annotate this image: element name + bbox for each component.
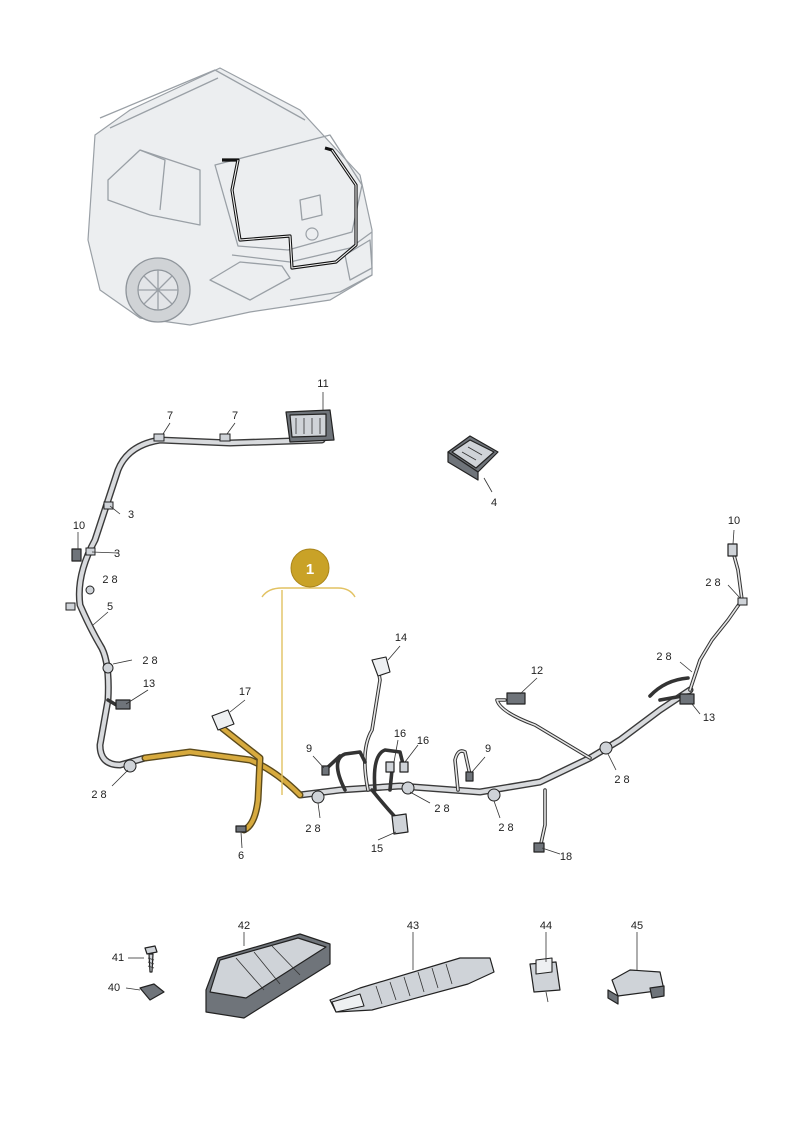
connector-10b-icon xyxy=(727,543,738,557)
connector-9a-icon xyxy=(321,765,330,776)
label-43: 43 xyxy=(407,920,419,932)
label-7b: 7 xyxy=(232,410,238,422)
label-7a: 7 xyxy=(167,410,173,422)
clip-3a-icon xyxy=(103,501,114,510)
label-2-8-mid2: 2 8 xyxy=(434,803,449,815)
vehicle-rear-illustration xyxy=(87,67,373,326)
connector-13a-icon xyxy=(115,699,131,710)
nut-40-icon xyxy=(139,983,165,1001)
part-labels: 11 7 7 4 3 10 3 2 8 5 2 8 13 17 2 8 6 14… xyxy=(73,378,740,994)
label-16a: 16 xyxy=(394,728,406,740)
highlighted-harness-branch xyxy=(141,724,304,834)
grommet-mid-2-icon xyxy=(401,781,415,795)
grommet-right-1-icon xyxy=(599,741,613,755)
main-wiring-harness xyxy=(75,436,744,850)
holder-45-icon xyxy=(607,969,665,1005)
conduit-43-icon xyxy=(329,957,495,1013)
clip-44-icon xyxy=(529,957,561,1003)
label-15: 15 xyxy=(371,843,383,855)
label-2-8-top2: 2 8 xyxy=(142,655,157,667)
clip-3b-icon xyxy=(85,547,96,556)
label-45: 45 xyxy=(631,920,643,932)
accessory-parts xyxy=(125,932,665,1019)
connector-10a-icon xyxy=(71,548,82,562)
connector-15-icon xyxy=(391,813,409,835)
label-40: 40 xyxy=(108,982,120,994)
connector-17-icon xyxy=(211,709,235,731)
label-2-8-right2: 2 8 xyxy=(656,651,671,663)
callout-1-badge xyxy=(290,548,330,588)
label-17: 17 xyxy=(239,686,251,698)
label-13b: 13 xyxy=(703,712,715,724)
leader-lines xyxy=(77,392,741,855)
connector-14-icon xyxy=(371,656,391,677)
label-10a: 10 xyxy=(73,520,85,532)
grommet-left-1-icon xyxy=(85,585,95,595)
label-11: 11 xyxy=(317,378,328,390)
grommet-left-2-icon xyxy=(102,662,114,674)
connector-11-icon xyxy=(285,409,335,443)
label-2-8-right1: 2 8 xyxy=(614,774,629,786)
screw-41-icon xyxy=(144,945,158,973)
connector-4-icon xyxy=(447,435,499,481)
label-16b: 16 xyxy=(417,735,429,747)
label-10b: 10 xyxy=(728,515,740,527)
label-42: 42 xyxy=(238,920,250,932)
label-44: 44 xyxy=(540,920,552,932)
label-4: 4 xyxy=(491,497,497,509)
clip-5-icon xyxy=(65,602,76,611)
label-2-8-right3: 2 8 xyxy=(705,577,720,589)
grommet-mid-1-icon xyxy=(311,790,325,804)
connector-9b-icon xyxy=(465,771,474,782)
connector-16a-icon xyxy=(385,761,395,773)
harness-connectors xyxy=(65,409,748,853)
label-3a: 3 xyxy=(128,509,134,521)
clip-7a-icon xyxy=(153,433,165,442)
label-5: 5 xyxy=(107,601,113,613)
label-18: 18 xyxy=(560,851,572,863)
label-14: 14 xyxy=(395,632,407,644)
label-2-8-mid3: 2 8 xyxy=(498,822,513,834)
label-12: 12 xyxy=(531,665,543,677)
callout-1: 1 xyxy=(261,548,356,795)
connector-16b-icon xyxy=(399,761,409,773)
label-3b: 3 xyxy=(114,548,120,560)
connector-18-icon xyxy=(533,842,545,853)
label-9a: 9 xyxy=(306,743,312,755)
label-6: 6 xyxy=(238,850,244,862)
label-41: 41 xyxy=(112,952,124,964)
callout-1-label: 1 xyxy=(306,561,314,578)
label-2-8-top1: 2 8 xyxy=(102,574,117,586)
connector-13b-icon xyxy=(679,693,695,705)
label-9b: 9 xyxy=(485,743,491,755)
grommet-mid-3-icon xyxy=(487,788,501,802)
clip-right-icon xyxy=(737,597,748,606)
connector-12-icon xyxy=(506,692,526,705)
grommet-left-3-icon xyxy=(123,759,137,773)
bracket-42-icon xyxy=(205,933,331,1019)
connector-6-icon xyxy=(235,825,247,833)
clip-7b-icon xyxy=(219,433,231,442)
label-2-8-mid1: 2 8 xyxy=(305,823,320,835)
label-2-8-bl: 2 8 xyxy=(91,789,106,801)
label-13a: 13 xyxy=(143,678,155,690)
